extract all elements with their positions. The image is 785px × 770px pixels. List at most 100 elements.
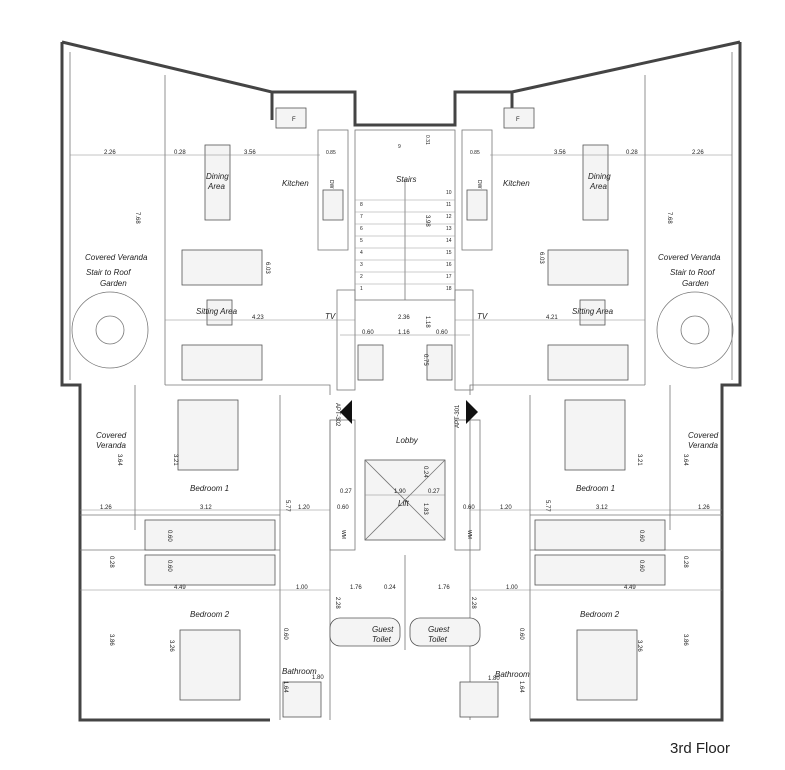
- right-dim-768: 7.68: [666, 212, 672, 224]
- left-dim-321: 3.21: [172, 454, 178, 466]
- step-13: 13: [446, 226, 452, 232]
- left-dim-028b: 0.28: [108, 556, 114, 568]
- left-covered-veranda-top: Covered Veranda: [85, 253, 148, 262]
- left-dim-027: 0.27: [340, 489, 352, 495]
- right-dim-060b: 0.60: [518, 628, 524, 640]
- left-dim-226: 2.26: [104, 150, 116, 156]
- left-dim-164: 1.64: [282, 681, 288, 693]
- left-kitchen-label: Kitchen: [282, 179, 309, 188]
- left-guest-toilet-line2: Toilet: [372, 635, 392, 644]
- left-covered-veranda-side-line2: Veranda: [96, 441, 127, 450]
- right-dim-421: 4.21: [546, 315, 558, 321]
- spiral-stairs: [71, 291, 734, 369]
- right-dim-100: 1.00: [506, 585, 518, 591]
- stairs-label: Stairs: [396, 175, 416, 184]
- left-dim-060c: 0.60: [337, 505, 349, 511]
- left-dim-085: 0.85: [326, 150, 336, 156]
- step-6: 6: [360, 226, 363, 232]
- right-covered-veranda-side-line2: Veranda: [688, 441, 719, 450]
- step-17: 17: [446, 274, 452, 280]
- right-dim-028b: 0.28: [682, 556, 688, 568]
- left-bedroom1-label: Bedroom 1: [190, 484, 229, 493]
- left-dim-024: 0.24: [384, 585, 396, 591]
- left-fridge-label: F: [292, 117, 296, 123]
- right-dim-060d: 0.60: [638, 560, 644, 572]
- core-dim-060r: 0.60: [436, 330, 448, 336]
- right-stair-roof-line1: Stair to Roof: [670, 268, 715, 277]
- apt-302-arrow-icon: [340, 400, 352, 424]
- right-covered-veranda-top: Covered Veranda: [658, 253, 721, 262]
- step-4: 4: [360, 250, 363, 256]
- core-dim-236: 2.36: [398, 315, 410, 321]
- left-dim-126: 1.26: [100, 505, 112, 511]
- left-guest-toilet-line1: Guest: [372, 625, 394, 634]
- right-dim-356: 3.56: [554, 150, 566, 156]
- right-stair-roof-line2: Garden: [682, 279, 709, 288]
- right-dim-226: 2.26: [692, 150, 704, 156]
- left-dim-364: 3.64: [116, 454, 122, 466]
- right-bathroom-label: Bathroom: [495, 670, 530, 679]
- right-fridge-label: F: [516, 117, 520, 123]
- left-stair-roof-line1: Stair to Roof: [86, 268, 131, 277]
- right-dim-060c: 0.60: [463, 505, 475, 511]
- step-1: 1: [360, 286, 363, 292]
- right-bedroom1-label: Bedroom 1: [576, 484, 615, 493]
- core-dim-031: 0.31: [424, 135, 430, 145]
- left-dim-120: 1.20: [298, 505, 310, 511]
- right-dim-449: 4.49: [624, 585, 636, 591]
- core-dim-060l: 0.60: [362, 330, 374, 336]
- right-dim-164: 1.64: [518, 681, 524, 693]
- right-dim-603: 6.03: [538, 252, 544, 264]
- left-bedroom2-label: Bedroom 2: [190, 610, 230, 619]
- floor-label: 3rd Floor: [670, 740, 731, 757]
- right-dim-060a: 0.60: [638, 530, 644, 542]
- right-dining-line1: Dining: [588, 172, 611, 181]
- left-dim-312: 3.12: [200, 505, 212, 511]
- step-18: 18: [446, 286, 452, 292]
- left-dishwasher-label: DW: [328, 180, 334, 189]
- lobby-label: Lobby: [396, 436, 419, 445]
- core-dim-183: 1.83: [422, 503, 428, 515]
- step-2: 2: [360, 274, 363, 280]
- left-dim-449: 4.49: [174, 585, 186, 591]
- step-14: 14: [446, 238, 452, 244]
- left-covered-veranda-side-line1: Covered: [96, 431, 127, 440]
- left-dining-line2: Area: [207, 182, 225, 191]
- core-dim-398: 3.98: [424, 215, 430, 227]
- right-dim-126: 1.26: [698, 505, 710, 511]
- right-dim-386: 3.86: [682, 634, 688, 646]
- step-5: 5: [360, 238, 363, 244]
- left-dim-100: 1.00: [296, 585, 308, 591]
- step-16: 16: [446, 262, 452, 268]
- right-sitting-label: Sitting Area: [572, 307, 614, 316]
- apt-entry-markers: [340, 400, 478, 424]
- right-dim-027: 0.27: [428, 489, 440, 495]
- right-dim-321: 3.21: [636, 454, 642, 466]
- left-dim-326: 3.26: [168, 640, 174, 652]
- left-dining-line1: Dining: [206, 172, 229, 181]
- left-stair-roof-line2: Garden: [100, 279, 127, 288]
- left-dim-423: 4.23: [252, 315, 264, 321]
- step-9: 9: [398, 144, 401, 150]
- left-dim-228: 2.28: [334, 597, 340, 609]
- left-sitting-label: Sitting Area: [196, 307, 238, 316]
- left-tv-label: TV: [325, 312, 336, 321]
- right-guest-toilet-line2: Toilet: [428, 635, 448, 644]
- step-3: 3: [360, 262, 363, 268]
- lift-label: Lift: [398, 499, 409, 508]
- right-dim-577: 5.77: [544, 500, 550, 512]
- outer-walls: [60, 40, 742, 722]
- right-kitchen-label: Kitchen: [503, 179, 530, 188]
- left-dim-768: 7.68: [134, 212, 140, 224]
- step-7: 7: [360, 214, 363, 220]
- core-dim-118: 1.18: [424, 316, 430, 328]
- right-tv-label: TV: [477, 312, 488, 321]
- left-apt-label: APT-302: [334, 403, 340, 427]
- step-15: 15: [446, 250, 452, 256]
- right-bedroom2-label: Bedroom 2: [580, 610, 620, 619]
- core-dim-024: 0.24: [422, 466, 428, 478]
- right-covered-veranda-side-line1: Covered: [688, 431, 719, 440]
- left-dim-356: 3.56: [244, 150, 256, 156]
